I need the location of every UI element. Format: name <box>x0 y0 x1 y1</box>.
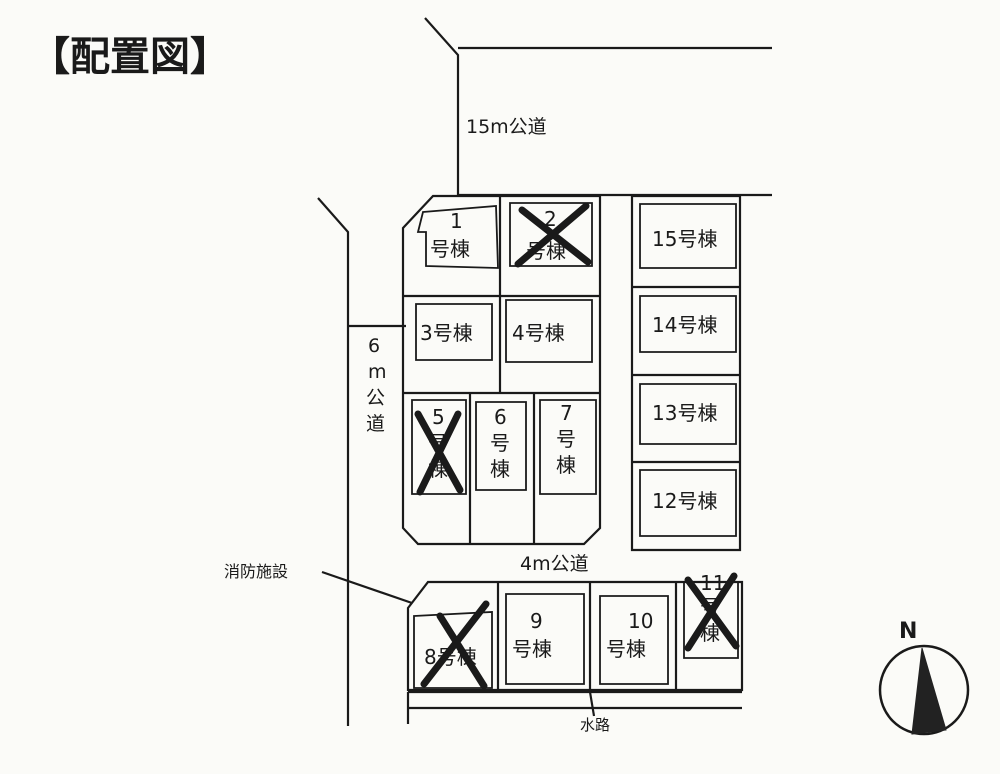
lot-7-label-number: 7 <box>560 401 573 425</box>
lot-14-building <box>639 295 737 353</box>
lot-2-label: 号棟 <box>526 239 566 263</box>
lot-11-sold-mark <box>684 572 740 652</box>
lot-9-building <box>505 593 585 685</box>
compass-ring <box>878 644 970 736</box>
lot-10-label: 号棟 <box>606 637 646 661</box>
north-road-label: 15m公道 <box>466 116 547 138</box>
lot-14-label: 14号棟 <box>652 313 717 337</box>
lot-5-label-number: 5 <box>432 405 445 429</box>
west-road-label-3: 公 <box>366 387 385 409</box>
lot-9-label: 号棟 <box>512 637 552 661</box>
lot-1-building <box>416 205 499 269</box>
lot-7-building <box>539 399 597 495</box>
lot-12-label: 12号棟 <box>652 489 717 513</box>
west-road-edge <box>317 197 350 726</box>
lot-2-label-number: 2 <box>544 207 557 231</box>
waterway-leader <box>588 691 596 717</box>
east-block-outline <box>630 194 742 552</box>
lot-6-label-number: 6 <box>494 405 507 429</box>
lot-2-building <box>509 202 593 267</box>
west-road-label-2: m <box>368 361 387 383</box>
lot-11-label-number: 11 <box>700 571 725 595</box>
lot-4-building <box>505 299 593 363</box>
west-road-label-1: 6 <box>368 335 380 357</box>
north-compass: N <box>878 619 970 736</box>
south-block-outline <box>406 580 744 692</box>
west-road-label-4: 道 <box>366 413 385 435</box>
west-block-outline <box>401 194 602 546</box>
lot-8-building <box>413 611 493 689</box>
lot-13-building <box>639 383 737 445</box>
lot-2-sold-mark <box>514 202 592 268</box>
lot-15-label: 15号棟 <box>652 227 717 251</box>
compass-north-label: N <box>899 619 917 644</box>
lot-9-label-number: 9 <box>530 609 543 633</box>
lot-11-label-go: 号 <box>700 595 720 619</box>
map-title: 【配置図】 <box>30 34 230 80</box>
lot-6-building <box>475 401 527 491</box>
lot-5-label-go: 号 <box>428 431 448 455</box>
facility-leader-line <box>321 570 413 605</box>
lot-6-label-go: 号 <box>490 431 510 455</box>
lot-5-sold-mark <box>414 410 464 496</box>
lot-1-label-number: 1 <box>450 209 463 233</box>
lot-3-label: 3号棟 <box>420 321 473 345</box>
lot-13-label: 13号棟 <box>652 401 717 425</box>
lot-7-label-go: 号 <box>556 427 576 451</box>
lot-3-building <box>415 303 493 361</box>
lot-7-label-to: 棟 <box>556 453 576 477</box>
lot-12-building <box>639 469 737 537</box>
middle-road-label: 4m公道 <box>520 553 589 575</box>
lot-6-label-to: 棟 <box>490 457 510 481</box>
waterway-label: 水路 <box>580 716 610 734</box>
lot-4-label: 4号棟 <box>512 321 565 345</box>
lot-8-sold-mark <box>420 600 490 690</box>
lot-1-label: 号棟 <box>430 237 470 261</box>
facility-label: 消防施設 <box>224 562 288 581</box>
north-road-west-edge <box>424 17 460 195</box>
lot-5-building <box>411 399 467 495</box>
lot-15-building <box>639 203 737 269</box>
compass-needle-icon <box>911 647 947 735</box>
lot-10-building <box>599 595 669 685</box>
lot-11-building <box>683 581 739 659</box>
lot-11-label-to: 棟 <box>700 621 720 645</box>
lot-8-label: 8号棟 <box>424 645 477 669</box>
lot-10-label-number: 10 <box>628 609 653 633</box>
lot-5-label-to: 棟 <box>428 457 448 481</box>
